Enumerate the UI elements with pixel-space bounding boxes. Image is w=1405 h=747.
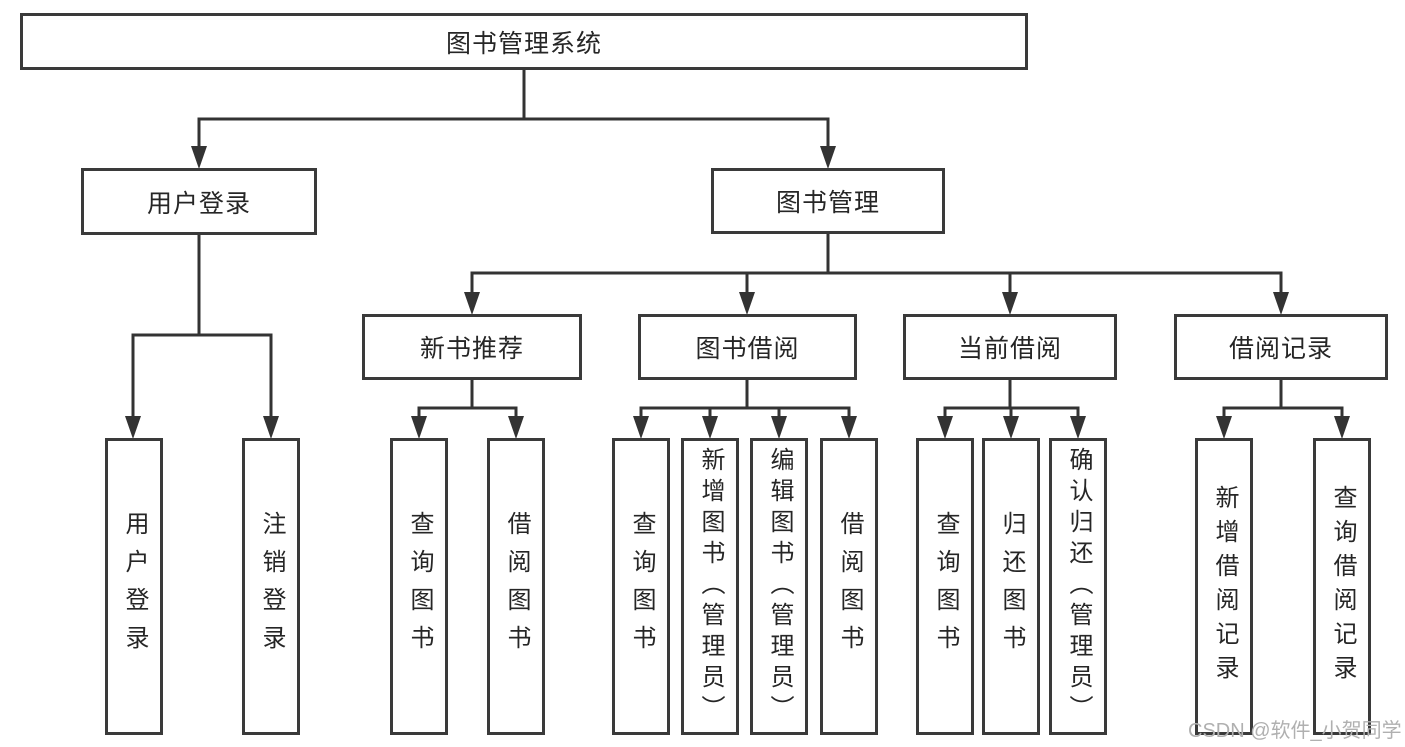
leaf-return-books: 归还图书 bbox=[982, 438, 1040, 735]
node-borrow-records: 借阅记录 bbox=[1174, 314, 1388, 380]
leaf-query-borrow-record: 查询借阅记录 bbox=[1313, 438, 1371, 735]
connector-lines bbox=[131, 69, 1344, 418]
node-book-borrow: 图书借阅 bbox=[638, 314, 857, 380]
leaf-confirm-return-admin: 确认归还（管理员） bbox=[1049, 438, 1107, 735]
leaf-query-books-recommend: 查询图书 bbox=[390, 438, 448, 735]
node-book-management: 图书管理 bbox=[711, 168, 945, 234]
csdn-watermark: CSDN @软件_小贺同学 bbox=[1188, 720, 1402, 742]
leaf-query-books-borrow: 查询图书 bbox=[612, 438, 670, 735]
leaf-borrow-books-recommend: 借阅图书 bbox=[487, 438, 545, 735]
node-new-book-recommend: 新书推荐 bbox=[362, 314, 582, 380]
leaf-user-login: 用户登录 bbox=[105, 438, 163, 735]
node-library-system: 图书管理系统 bbox=[20, 13, 1028, 70]
leaf-query-books-current: 查询图书 bbox=[916, 438, 974, 735]
leaf-logout: 注销登录 bbox=[242, 438, 300, 735]
node-current-borrow: 当前借阅 bbox=[903, 314, 1117, 380]
leaf-add-borrow-record: 新增借阅记录 bbox=[1195, 438, 1253, 735]
node-user-login: 用户登录 bbox=[81, 168, 317, 235]
leaf-add-books-admin: 新增图书（管理员） bbox=[681, 438, 739, 735]
leaf-borrow-books: 借阅图书 bbox=[820, 438, 878, 735]
leaf-edit-books-admin: 编辑图书（管理员） bbox=[750, 438, 808, 735]
